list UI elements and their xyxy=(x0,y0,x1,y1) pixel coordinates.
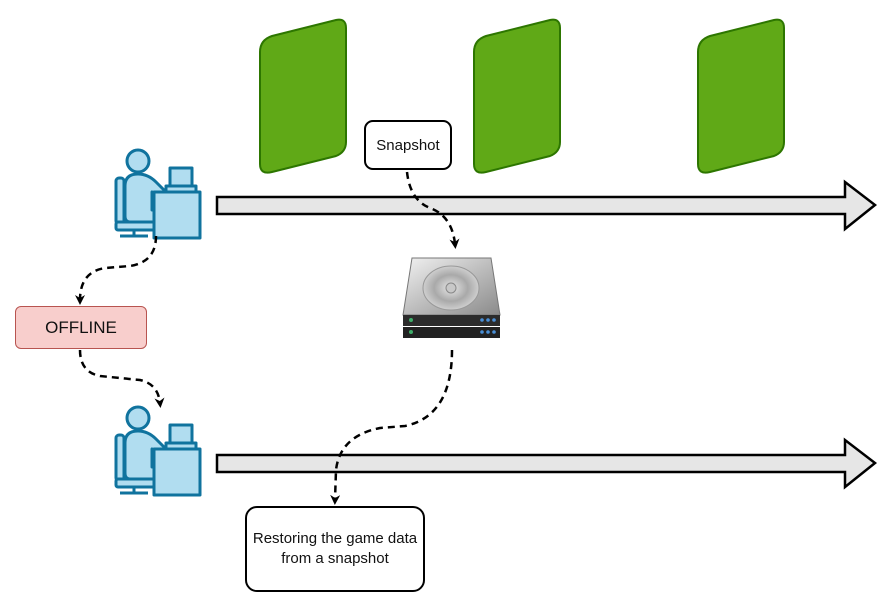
offline-label: OFFLINE xyxy=(15,306,147,349)
connector-player-to-offline xyxy=(75,235,158,305)
snapshot-label: Snapshot xyxy=(364,120,452,170)
player-at-computer-icon xyxy=(114,405,202,497)
connector-drive-to-restore xyxy=(330,349,454,505)
game-state-card xyxy=(697,18,785,174)
player-at-computer-icon xyxy=(114,148,202,240)
connector-offline-to-player xyxy=(78,349,165,408)
connector-snapshot-to-drive xyxy=(405,171,460,249)
game-state-card xyxy=(259,18,347,174)
game-state-card xyxy=(473,18,561,174)
game-timeline-restored xyxy=(215,437,878,490)
hard-drive-icon xyxy=(402,257,501,338)
game-timeline-online xyxy=(215,179,878,232)
restore-label: Restoring the game data from a snapshot xyxy=(245,506,425,592)
